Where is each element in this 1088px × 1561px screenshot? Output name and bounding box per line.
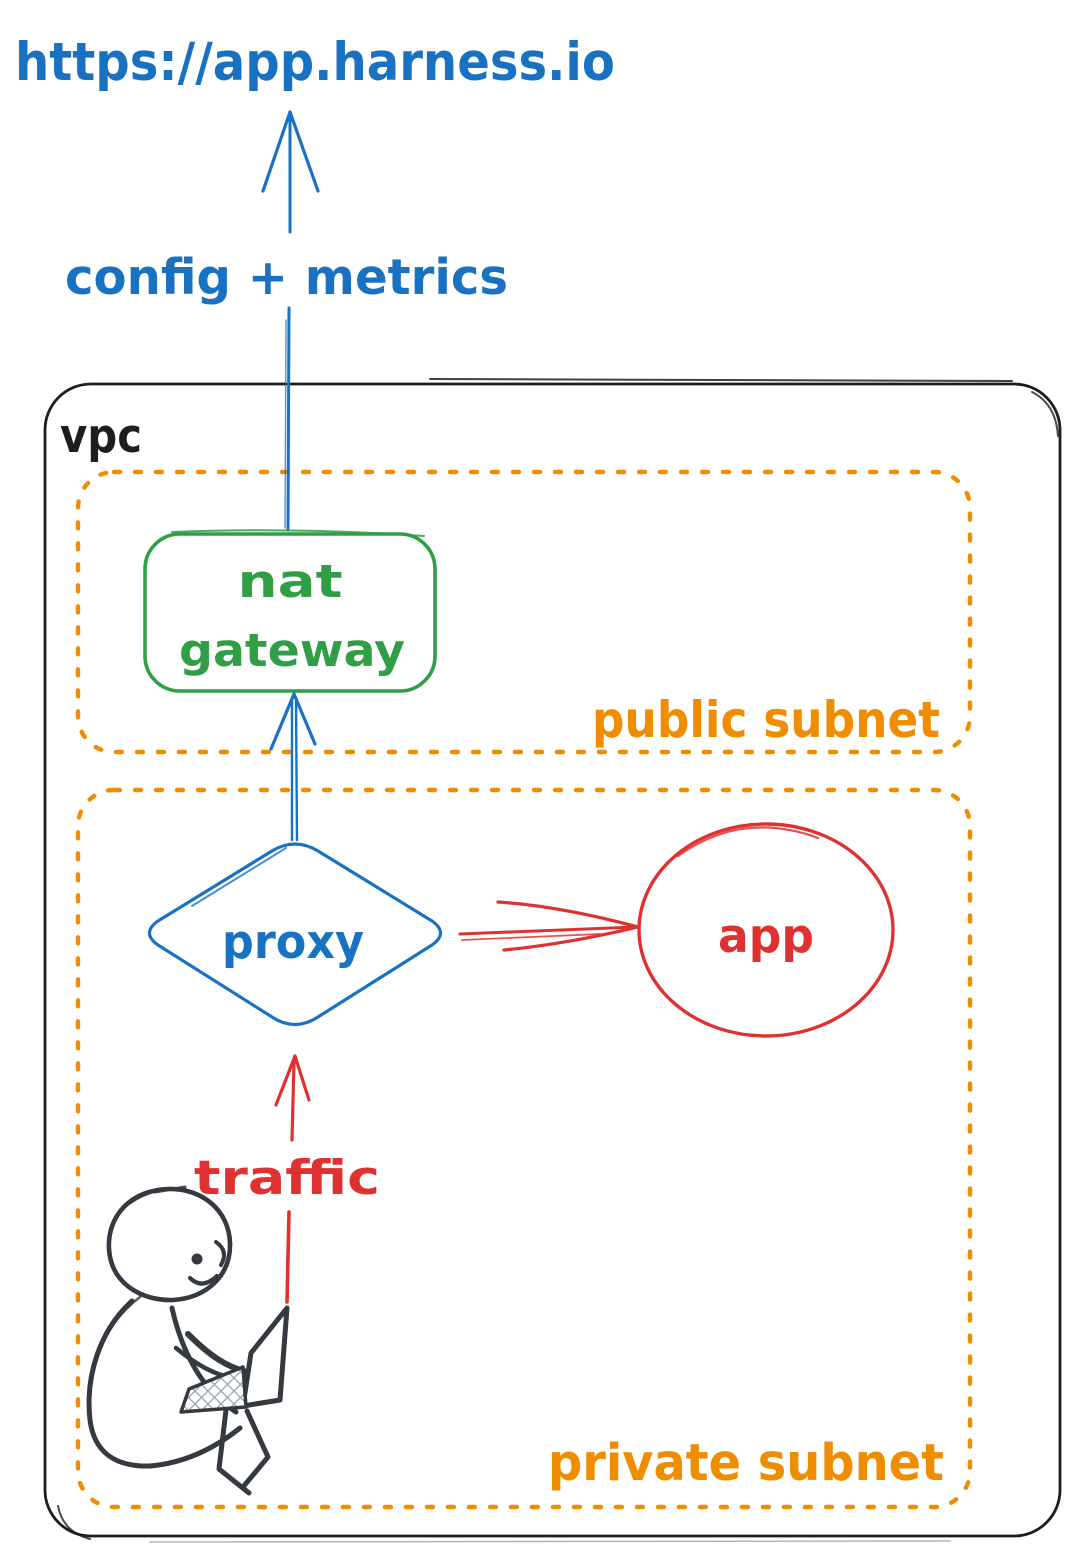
vpc-box-sketch-shadow-bottom (149, 1540, 951, 1543)
vpc-box-sketch-overdraw-top (429, 378, 1013, 382)
proxy-diamond (147, 842, 443, 1027)
arrowhead-right-icon (496, 900, 640, 929)
nat-gateway-sketch-overdraw (171, 529, 425, 537)
arrow-config-metrics (261, 110, 320, 532)
proxy-label: proxy (222, 915, 364, 970)
traffic-label: traffic (194, 1151, 380, 1206)
laptop-screen (240, 1305, 290, 1409)
person-ear (214, 1240, 227, 1267)
arrow-traffic (274, 1054, 311, 1304)
proxy-sketch-overdraw (191, 847, 287, 907)
laptop-keyboard (179, 1365, 248, 1414)
app-sketch-overdraw (676, 826, 820, 858)
arrowhead-up-icon (261, 110, 292, 193)
vpc-label: vpc (60, 409, 142, 464)
config-metrics-label: config + metrics (65, 249, 508, 306)
person-back (86, 1298, 153, 1469)
arrowhead-up-icon (269, 692, 296, 751)
arrow-proxy-to-nat (269, 692, 317, 842)
person-head (106, 1186, 233, 1303)
arrow-proxy-to-app (458, 900, 640, 952)
nat-gateway-label-line2: gateway (179, 624, 405, 677)
public-subnet-label: public subnet (592, 691, 940, 749)
url-label: https://app.harness.io (15, 32, 615, 93)
vpc-box-sketch-overdraw-bottomleft (57, 1505, 91, 1540)
private-subnet-label: private subnet (548, 1434, 944, 1493)
person-lap (147, 1425, 243, 1469)
arrowhead-up-icon (274, 1054, 297, 1107)
person-leg-right (240, 1408, 271, 1490)
vpc-box-sketch-overdraw-corner (1031, 391, 1059, 437)
nat-gateway-box (143, 529, 437, 693)
public-subnet-box (75, 469, 973, 755)
person-eye (191, 1253, 203, 1265)
person-arm (185, 1331, 250, 1375)
nat-gateway-label-line1: nat (238, 555, 343, 608)
app-circle (637, 822, 895, 1038)
vpc-box (43, 378, 1062, 1543)
person-leg-left (216, 1407, 252, 1496)
private-subnet-box (75, 787, 973, 1510)
person-smile (187, 1273, 220, 1286)
person-with-laptop-sketch (86, 1185, 290, 1496)
app-label: app (718, 909, 814, 964)
